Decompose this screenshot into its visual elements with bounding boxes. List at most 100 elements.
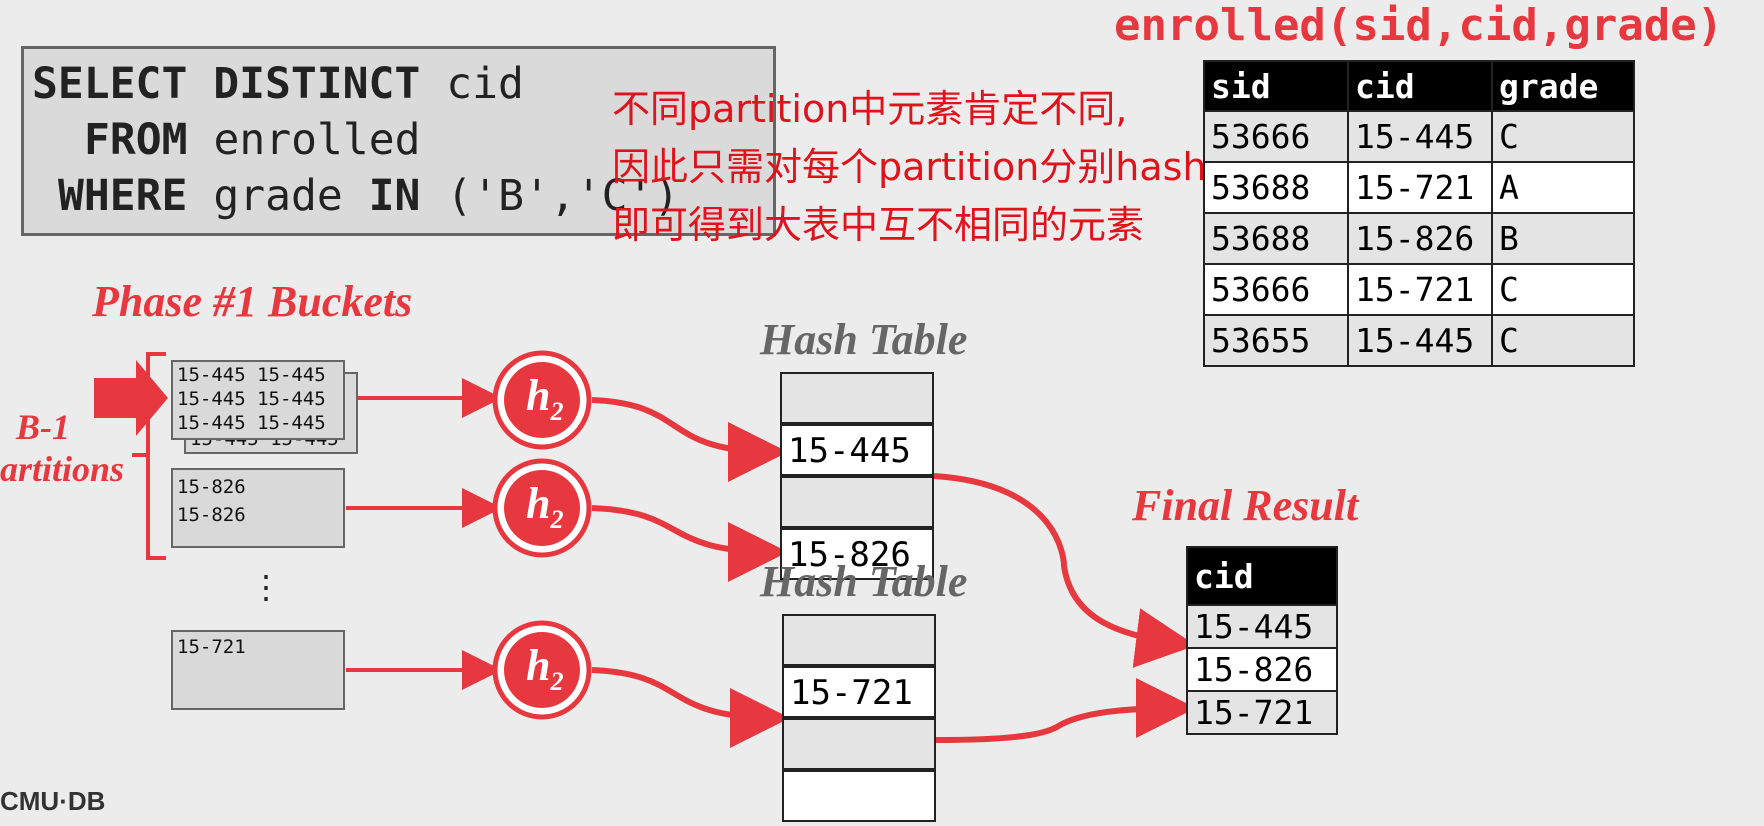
sql-line-where: WHERE grade IN ('B','C') — [58, 171, 679, 221]
hash-fn-subscript: 2 — [550, 666, 564, 696]
table-row: 15-445 — [1186, 604, 1338, 649]
sql-keyword: SELECT DISTINCT — [32, 59, 421, 109]
bucket-value: 15-826 — [177, 504, 246, 526]
hash-table-title: Hash Table — [760, 557, 968, 606]
sql-line-from: FROM enrolled — [84, 115, 421, 165]
column-header: cid — [1347, 60, 1493, 112]
hash-fn-subscript: 2 — [550, 396, 564, 426]
table-row: 53666 15-445 C — [1203, 110, 1635, 163]
hash-to-table-arrow — [591, 505, 788, 582]
table-cell: A — [1491, 161, 1635, 214]
hash-slot — [782, 614, 936, 666]
final-result-table: cid 15-445 15-826 15-721 — [1186, 546, 1338, 735]
hash-function-label: h2 — [526, 370, 563, 427]
table-to-result-arrow — [935, 678, 1196, 743]
hash-fn-name: h — [526, 641, 551, 690]
cmu-db-logo: CMU·DB — [0, 786, 106, 816]
bucket-partition-1: 15-445 15-445 15-445 15-445 15-445 15-44… — [171, 360, 345, 440]
table-header-row: cid — [1186, 546, 1338, 606]
phase1-buckets-title: Phase #1 Buckets — [92, 277, 413, 326]
annotation-line-2: 因此只需对每个partition分别hash — [612, 145, 1207, 189]
column-header: sid — [1203, 60, 1349, 112]
hash-table-title: Hash Table — [760, 315, 968, 364]
sql-text: grade — [187, 171, 369, 221]
bucket-value: 15-445 15-445 — [177, 412, 326, 434]
table-cell: 15-721 — [1347, 161, 1493, 214]
hash-slot: 15-445 — [780, 424, 934, 476]
bucket-value: 15-445 15-445 — [177, 364, 326, 386]
table-row: 53655 15-445 C — [1203, 314, 1635, 367]
table-row: 53688 15-721 A — [1203, 161, 1635, 214]
hash-circle-icon — [492, 620, 592, 720]
table-row: 15-826 — [1186, 647, 1338, 692]
table-cell: 15-445 — [1186, 604, 1338, 649]
table-cell: C — [1491, 314, 1635, 367]
table-cell: 15-721 — [1347, 263, 1493, 316]
hash-function-icon: h2 — [492, 458, 592, 558]
hash-fn-name: h — [526, 479, 551, 528]
hash-slot — [780, 476, 934, 528]
table-row: 15-721 — [1186, 690, 1338, 735]
column-header: grade — [1491, 60, 1635, 112]
bucket-partition-2: 15-826 15-826 — [171, 468, 345, 548]
table-header-row: sid cid grade — [1203, 60, 1635, 112]
hash-function-icon: h2 — [492, 620, 592, 720]
current-partition-arrow — [94, 360, 168, 436]
table-to-result-arrow — [933, 473, 1196, 668]
enrolled-table-title: enrolled(sid,cid,grade) — [1114, 0, 1724, 51]
partitions-label-line-2: artitions — [0, 449, 125, 489]
table-cell: 53688 — [1203, 212, 1349, 265]
hash-slot: 15-826 — [780, 528, 934, 580]
sql-text: ('B','C') — [420, 171, 680, 221]
table-cell: 15-721 — [1186, 690, 1338, 735]
table-cell: 53666 — [1203, 110, 1349, 163]
partitions-bracket — [132, 352, 166, 560]
hash-slot: 15-721 — [782, 666, 936, 718]
table-cell: 53666 — [1203, 263, 1349, 316]
table-cell: 15-826 — [1186, 647, 1338, 692]
hash-slot — [782, 770, 936, 822]
final-result-title: Final Result — [1132, 481, 1359, 530]
sql-query-box: SELECT DISTINCT cid FROM enrolled WHERE … — [21, 46, 776, 236]
table-cell: 15-445 — [1347, 314, 1493, 367]
hash-to-table-arrow — [591, 667, 790, 748]
sql-text: enrolled — [187, 115, 421, 165]
table-cell: B — [1491, 212, 1635, 265]
table-row: 53688 15-826 B — [1203, 212, 1635, 265]
hash-slot — [782, 718, 936, 770]
bucket-value: 15-721 — [177, 636, 246, 658]
bucket-value: 15-445 15-445 — [177, 388, 326, 410]
table-cell: C — [1491, 263, 1635, 316]
table-cell: 15-826 — [1347, 212, 1493, 265]
sql-keyword: WHERE — [58, 171, 188, 221]
table-cell: 53655 — [1203, 314, 1349, 367]
table-cell: 53688 — [1203, 161, 1349, 214]
sql-text: cid — [420, 59, 524, 109]
hash-function-icon: h2 — [492, 350, 592, 450]
sql-keyword: FROM — [84, 115, 188, 165]
sql-keyword: IN — [368, 171, 421, 221]
hash-function-label: h2 — [526, 640, 563, 697]
hash-table-1: 15-445 15-826 — [780, 372, 934, 580]
bucket-partition-b-1: 15-721 — [171, 630, 345, 710]
hash-circle-icon — [492, 350, 592, 450]
hash-slot — [780, 372, 934, 424]
hash-to-table-arrow — [591, 397, 788, 482]
table-row: 53666 15-721 C — [1203, 263, 1635, 316]
hash-function-label: h2 — [526, 478, 563, 535]
hash-table-2: 15-721 — [782, 614, 936, 822]
partitions-label-line-1: B-1 — [16, 407, 70, 447]
hash-fn-name: h — [526, 371, 551, 420]
column-header: cid — [1186, 546, 1338, 606]
annotation-line-3: 即可得到大表中互不相同的元素 — [612, 203, 1145, 247]
table-cell: 15-445 — [1347, 110, 1493, 163]
sql-line-select: SELECT DISTINCT cid — [32, 59, 524, 109]
hash-circle-icon — [492, 458, 592, 558]
table-cell: C — [1491, 110, 1635, 163]
bucket-value: 15-826 — [177, 476, 246, 498]
ellipsis-icon: ⋮ — [250, 569, 282, 605]
enrolled-table: sid cid grade 53666 15-445 C 53688 15-72… — [1203, 60, 1635, 367]
annotation-line-1: 不同partition中元素肯定不同, — [612, 87, 1128, 131]
hash-fn-subscript: 2 — [550, 504, 564, 534]
